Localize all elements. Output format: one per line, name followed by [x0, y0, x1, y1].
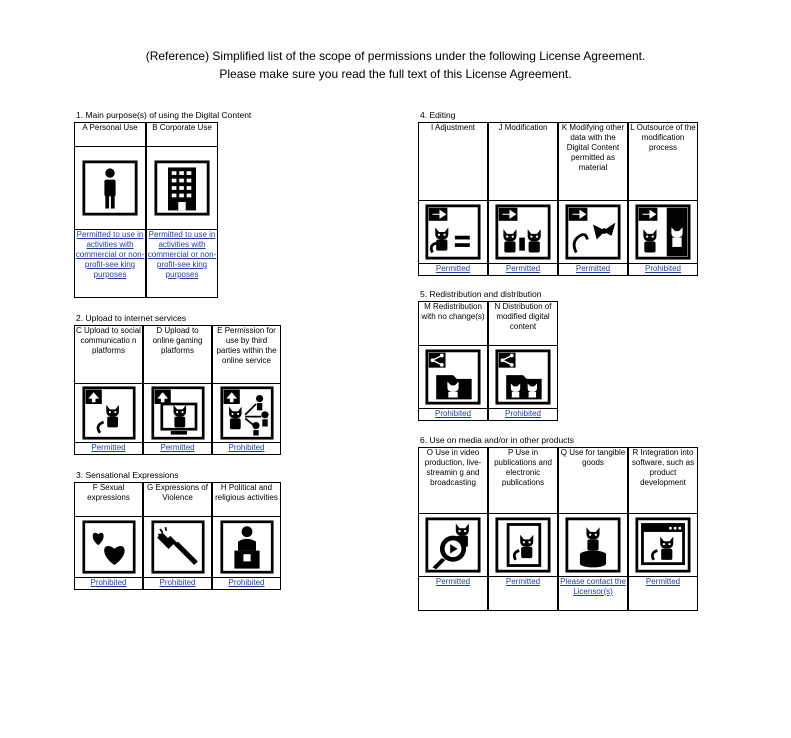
- item-q: Q Use for tangible goods Please contact …: [558, 447, 628, 611]
- item-label: C Upload to social communicatio n platfo…: [74, 325, 143, 383]
- gaming-upload-icon: [143, 383, 212, 443]
- item-p: P Use in publications and electronic pub…: [488, 447, 558, 611]
- item-label: Q Use for tangible goods: [558, 447, 628, 513]
- item-m: M Redistribution with no change(s) Prohi…: [418, 301, 488, 421]
- item-label: J Modification: [488, 122, 558, 200]
- item-j: J Modification Permitted: [488, 122, 558, 276]
- item-label: I Adjustment: [418, 122, 488, 200]
- section-6-table: O Use in video production, live-streamin…: [418, 447, 698, 611]
- item-c: C Upload to social communicatio n platfo…: [74, 325, 143, 455]
- status-text: Prohibited: [212, 578, 281, 590]
- status-text: Permitted: [418, 577, 488, 611]
- figure-goods-icon: [558, 513, 628, 577]
- status-text: Please contact the Licensor(s): [558, 577, 628, 611]
- item-h: H Political and religious activities Pro…: [212, 482, 281, 590]
- status-text: Permitted: [143, 443, 212, 455]
- building-icon: [146, 146, 218, 230]
- header-line-2: Please make sure you read the full text …: [219, 67, 572, 81]
- status-text: Permitted to use in activities with comm…: [74, 230, 146, 298]
- status-text: Permitted: [488, 264, 558, 276]
- item-r: R Integration into software, such as pro…: [628, 447, 698, 611]
- item-a: A Personal Use Permitted to use in activ…: [74, 122, 146, 298]
- status-text: Prohibited: [212, 443, 281, 455]
- section-2-table: C Upload to social communicatio n platfo…: [74, 325, 281, 455]
- status-text: Permitted to use in activities with comm…: [146, 230, 218, 298]
- item-k: K Modifying other data with the Digital …: [558, 122, 628, 276]
- section-3-table: F Sexual expressions Prohibited G Expres…: [74, 482, 281, 590]
- item-label: K Modifying other data with the Digital …: [558, 122, 628, 200]
- item-i: I Adjustment Permitted: [418, 122, 488, 276]
- item-label: O Use in video production, live-streamin…: [418, 447, 488, 513]
- hearts-icon: [74, 516, 143, 578]
- person-icon: [74, 146, 146, 230]
- status-text: Permitted: [558, 264, 628, 276]
- item-label: M Redistribution with no change(s): [418, 301, 488, 345]
- redistribution-icon: [418, 345, 488, 409]
- section-2-title: 2. Upload to internet services: [76, 313, 187, 323]
- item-label: F Sexual expressions: [74, 482, 143, 516]
- status-text: Prohibited: [628, 264, 698, 276]
- item-label: P Use in publications and electronic pub…: [488, 447, 558, 513]
- item-label: R Integration into software, such as pro…: [628, 447, 698, 513]
- outsource-icon: [628, 200, 698, 264]
- modified-distribution-icon: [488, 345, 558, 409]
- section-3-title: 3. Sensational Expressions: [76, 470, 179, 480]
- item-l: L Outsource of the modification process …: [628, 122, 698, 276]
- item-n: N Distribution of modified digital conte…: [488, 301, 558, 421]
- podium-icon: [212, 516, 281, 578]
- third-party-share-icon: [212, 383, 281, 443]
- item-d: D Upload to online gaming platforms Perm…: [143, 325, 212, 455]
- item-label: G Expressions of Violence: [143, 482, 212, 516]
- status-text: Permitted: [418, 264, 488, 276]
- item-label: N Distribution of modified digital conte…: [488, 301, 558, 345]
- item-g: G Expressions of Violence Prohibited: [143, 482, 212, 590]
- software-icon: [628, 513, 698, 577]
- item-label: A Personal Use: [74, 122, 146, 146]
- status-text: Prohibited: [143, 578, 212, 590]
- section-1-title: 1. Main purpose(s) of using the Digital …: [76, 110, 252, 120]
- social-upload-icon: [74, 383, 143, 443]
- item-label: L Outsource of the modification process: [628, 122, 698, 200]
- item-e: E Permission for use by third parties wi…: [212, 325, 281, 455]
- status-text: Prohibited: [488, 409, 558, 421]
- section-1-table: A Personal Use Permitted to use in activ…: [74, 122, 218, 298]
- item-label: H Political and religious activities: [212, 482, 281, 516]
- header-line-1: (Reference) Simplified list of the scope…: [145, 49, 646, 63]
- item-o: O Use in video production, live-streamin…: [418, 447, 488, 611]
- modification-icon: [488, 200, 558, 264]
- publication-icon: [488, 513, 558, 577]
- knife-icon: [143, 516, 212, 578]
- adjustment-icon: [418, 200, 488, 264]
- status-text: Permitted: [74, 443, 143, 455]
- section-4-table: I Adjustment Permitted J Modification Pe…: [418, 122, 698, 276]
- section-6-title: 6. Use on media and/or in other products: [420, 435, 575, 445]
- item-b: B Corporate Use Permitted to use in acti…: [146, 122, 218, 298]
- status-text: Prohibited: [74, 578, 143, 590]
- section-4-title: 4. Editing: [420, 110, 456, 120]
- item-label: B Corporate Use: [146, 122, 218, 146]
- section-5-title: 5. Redistribution and distribution: [420, 289, 542, 299]
- material-icon: [558, 200, 628, 264]
- status-text: Permitted: [488, 577, 558, 611]
- status-text: Permitted: [628, 577, 698, 611]
- status-note: Please contact the Licensor(s): [560, 577, 626, 596]
- item-f: F Sexual expressions Prohibited: [74, 482, 143, 590]
- video-icon: [418, 513, 488, 577]
- section-5-table: M Redistribution with no change(s) Prohi…: [418, 301, 558, 421]
- item-label: D Upload to online gaming platforms: [143, 325, 212, 383]
- status-text: Prohibited: [418, 409, 488, 421]
- item-label: E Permission for use by third parties wi…: [212, 325, 281, 383]
